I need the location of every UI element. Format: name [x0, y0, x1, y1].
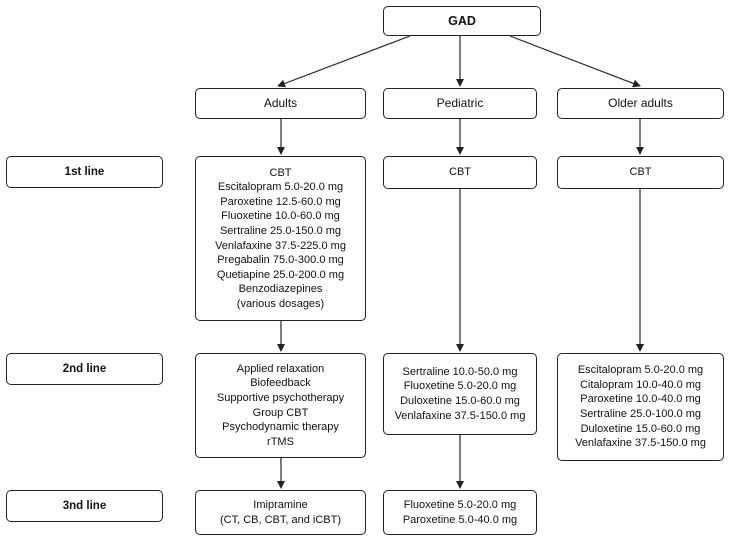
older-second-item: Citalopram 10.0-40.0 mg [579, 378, 702, 391]
adults-first-item: Pregabalin 75.0-300.0 mg [217, 254, 344, 267]
pediatric-first-item: CBT [449, 166, 471, 179]
line-label-third: 3nd line [6, 490, 163, 522]
adults-third-item: (CT, CB, CBT, and iCBT) [219, 513, 342, 526]
older-second-item: Sertraline 25.0-100.0 mg [579, 408, 702, 420]
arrow-gad-to-older [509, 35, 641, 88]
adults-second-item: Supportive psychotherapy [216, 391, 345, 404]
older-first-item: CBT [629, 166, 652, 179]
adults-second-line-box: Applied relaxation Biofeedback Supportiv… [195, 353, 366, 458]
older-second-item: Paroxetine 10.0-40.0 mg [580, 393, 701, 406]
adults-first-item: (various dosages) [236, 297, 325, 310]
adults-first-item: Venlafaxine 37.5-225.0 mg [215, 239, 346, 252]
pediatric-second-item: Sertraline 10.0-50.0 mg [402, 365, 518, 378]
line-label-second-text: 2nd line [62, 362, 107, 375]
adults-first-item: Benzodiazepines [238, 283, 323, 296]
pediatric-second-item: Fluoxetine 5.0-20.0 mg [403, 380, 517, 393]
root-label: GAD [448, 13, 476, 28]
pediatric-third-item: Fluoxetine 5.0-20.0 mg [403, 498, 517, 511]
group-older-adults: Older adults [557, 88, 724, 119]
pediatric-second-item: Duloxetine 15.0-60.0 mg [400, 395, 520, 407]
group-older-label: Older adults [608, 96, 673, 111]
group-adults-label: Adults [263, 96, 298, 111]
pediatric-third-line-box: Fluoxetine 5.0-20.0 mg Paroxetine 5.0-40… [383, 490, 537, 535]
line-label-second: 2nd line [6, 353, 163, 385]
older-second-item: Venlafaxine 37.5-150.0 mg [575, 437, 706, 450]
adults-first-item: Paroxetine 12.5-60.0 mg [220, 195, 341, 208]
group-adults: Adults [195, 88, 366, 119]
adults-first-line-box: CBT Escitalopram 5.0-20.0 mg Paroxetine … [195, 156, 366, 321]
adults-first-item: Fluoxetine 10.0-60.0 mg [221, 210, 340, 223]
adults-second-item: Biofeedback [250, 377, 311, 390]
arrow-gad-to-adults [277, 35, 411, 88]
adults-third-item: Imipramine [253, 498, 308, 511]
adults-second-item: rTMS [267, 435, 294, 448]
root-node-gad: GAD [383, 6, 541, 36]
adults-first-item: Escitalopram 5.0-20.0 mg [217, 181, 344, 194]
pediatric-second-item: Venlafaxine 37.5-150.0 mg [394, 409, 526, 422]
adults-second-item: Applied relaxation [236, 362, 325, 375]
line-label-first: 1st line [6, 156, 163, 188]
adults-second-item: Group CBT [252, 406, 309, 419]
older-second-item: Escitalopram 5.0-20.0 mg [577, 364, 704, 377]
pediatric-first-line-box: CBT [383, 156, 537, 189]
adults-third-line-box: Imipramine (CT, CB, CBT, and iCBT) [195, 490, 366, 535]
older-second-line-box: Escitalopram 5.0-20.0 mg Citalopram 10.0… [557, 353, 724, 461]
line-label-first-text: 1st line [64, 165, 105, 178]
adults-first-item: Sertraline 25.0-150.0 mg [219, 224, 342, 237]
group-pediatric-label: Pediatric [436, 96, 484, 111]
older-second-item: Duloxetine 15.0-60.0 mg [580, 422, 701, 435]
group-pediatric: Pediatric [383, 88, 537, 119]
adults-first-item: Quetiapine 25.0-200.0 mg [216, 268, 345, 281]
pediatric-third-item: Paroxetine 5.0-40.0 mg [402, 513, 518, 526]
adults-first-item: CBT [269, 166, 292, 179]
pediatric-second-line-box: Sertraline 10.0-50.0 mg Fluoxetine 5.0-2… [383, 353, 537, 435]
line-label-third-text: 3nd line [62, 499, 107, 512]
older-first-line-box: CBT [557, 156, 724, 189]
adults-second-item: Psychodynamic therapy [222, 421, 339, 434]
